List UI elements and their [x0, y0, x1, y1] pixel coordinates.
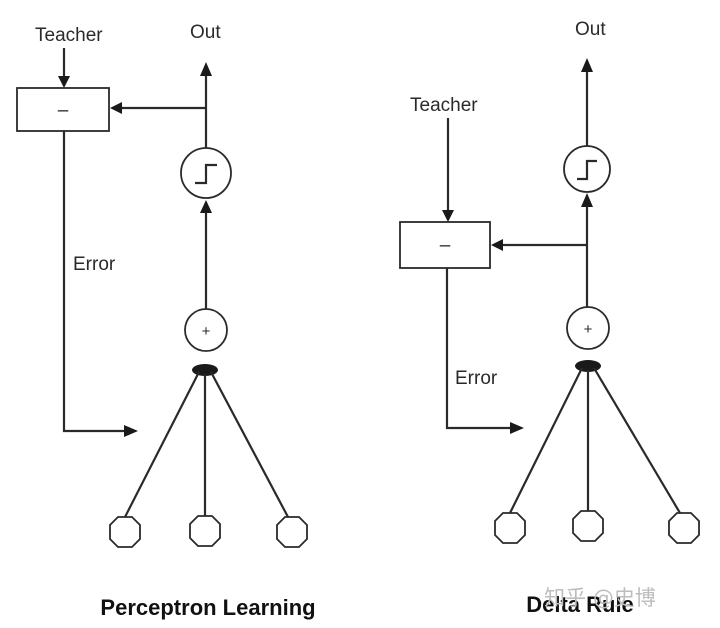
- perceptron-input-node-1: [109, 516, 141, 548]
- delta-input-line-1: [509, 367, 583, 514]
- delta-error-label: Error: [455, 368, 498, 389]
- delta-sum-sign: +: [584, 321, 593, 338]
- perceptron-caption: Perceptron Learning: [100, 595, 315, 620]
- watermark: 知乎 @史博: [544, 586, 656, 610]
- perceptron-subtract-sign: –: [58, 100, 69, 121]
- perceptron-diagram: Teacher Out Error – +: [16, 22, 316, 620]
- perceptron-sum-sign: +: [202, 323, 211, 340]
- delta-out-arrowhead: [581, 58, 593, 72]
- delta-error-arrowhead: [510, 422, 524, 434]
- perceptron-sum-node: [184, 308, 228, 352]
- delta-teacher-arrowhead: [442, 210, 454, 222]
- delta-subtract-box: [399, 221, 491, 269]
- perceptron-sum-to-step-arrowhead: [200, 200, 212, 213]
- perceptron-out-arrowhead: [200, 62, 212, 76]
- perceptron-out-label: Out: [190, 22, 221, 43]
- perceptron-teacher-arrowhead: [58, 76, 70, 88]
- delta-sum-node: [566, 306, 610, 350]
- perceptron-error-arrowhead: [124, 425, 138, 437]
- delta-input-node-1: [494, 512, 526, 544]
- delta-caption: Delta Rule: [526, 592, 634, 617]
- delta-error-line: [445, 268, 512, 430]
- delta-input-line-3: [593, 367, 681, 514]
- perceptron-step-icon: [195, 163, 217, 185]
- delta-input-node-3: [668, 512, 700, 544]
- perceptron-teacher-label: Teacher: [35, 25, 103, 46]
- delta-input-node-2: [572, 510, 604, 542]
- delta-teacher-label: Teacher: [410, 95, 478, 116]
- delta-diagram: Teacher Out Error – + D: [399, 19, 700, 617]
- perceptron-input-line-3: [210, 371, 289, 518]
- perceptron-error-label: Error: [73, 254, 116, 275]
- perceptron-error-line: [62, 131, 126, 433]
- delta-out-label: Out: [575, 19, 606, 40]
- perceptron-feedback-arrowhead: [110, 102, 122, 114]
- perceptron-input-node-3: [276, 516, 308, 548]
- delta-sum-to-step-arrowhead: [581, 193, 593, 207]
- delta-subtract-sign: –: [440, 235, 451, 256]
- delta-step-icon: [577, 159, 597, 181]
- perceptron-input-node-2: [189, 515, 221, 547]
- delta-feedback-arrowhead: [491, 239, 503, 251]
- perceptron-input-line-1: [124, 371, 200, 518]
